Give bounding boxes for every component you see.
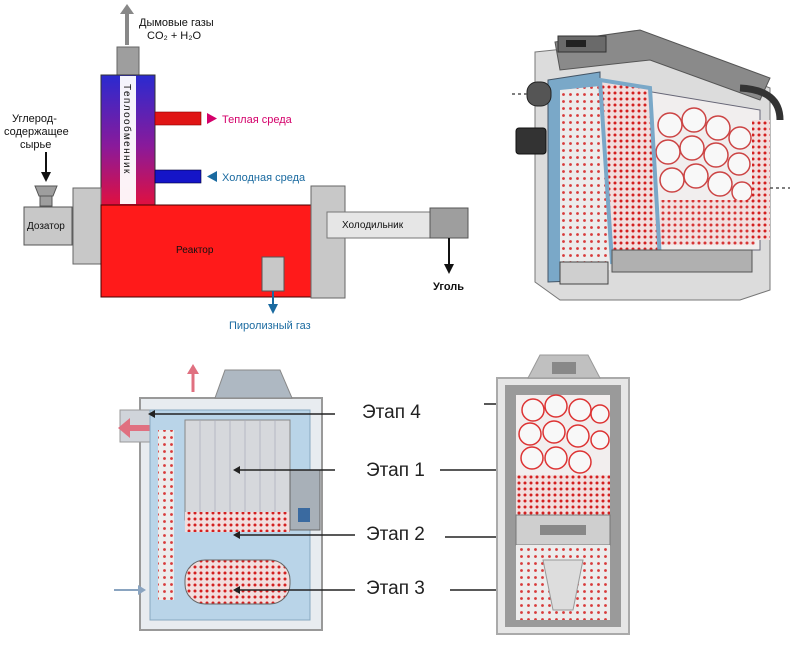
reactor-right-flange <box>310 185 346 299</box>
boiler-grate <box>611 249 753 273</box>
boiler-front-section <box>496 354 630 635</box>
pyrolysis-schematic: Дымовые газы CO₂ + H₂O Теплообменник Теп… <box>4 4 469 332</box>
boiler-handle <box>739 84 784 121</box>
smoke-formula-label: CO₂ + H₂O <box>147 30 202 42</box>
reactor-left-flange <box>72 187 102 265</box>
warm-medium-label: Теплая среда <box>222 114 293 126</box>
boiler-lower-chamber <box>560 86 610 272</box>
pyrolysis-gas-outlet <box>261 256 285 292</box>
side-burn-zone <box>185 512 290 532</box>
side-flue-channel <box>158 430 174 600</box>
raw-material-label-3: сырье <box>20 139 51 151</box>
coal-label: Уголь <box>433 281 464 293</box>
raw-material-label-1: Углерод- <box>12 113 57 125</box>
side-leader-arrows <box>148 410 240 594</box>
front-burn-zone <box>516 475 610 515</box>
raw-material-label-2: содержащее <box>4 126 69 138</box>
side-leader-lines <box>155 413 355 591</box>
cooler-end-box <box>429 207 469 239</box>
raw-material-arrow <box>41 152 51 182</box>
stage-1-label: Этап 1 <box>366 460 425 481</box>
cold-medium-arrow <box>207 171 217 182</box>
side-top-arrow <box>187 364 199 392</box>
doser-label: Дозатор <box>27 221 65 232</box>
doser-neck <box>39 195 53 207</box>
front-grate-slot <box>540 525 586 535</box>
pyrolysis-gas-arrow <box>268 291 278 314</box>
side-inlet-arrow <box>114 585 146 595</box>
boiler-display <box>566 40 586 47</box>
side-door-knob <box>298 508 310 522</box>
doser-box <box>23 206 73 246</box>
smoke-gases-label: Дымовые газы <box>139 17 214 29</box>
cold-medium-pipe <box>154 169 202 184</box>
boiler-top-lid <box>554 29 771 101</box>
smoke-gas-arrow <box>120 4 134 45</box>
front-section-chimney <box>552 362 576 374</box>
reactor-label: Реактор <box>176 245 214 256</box>
front-fuel-logs <box>518 394 610 474</box>
cooler-tube <box>326 211 431 239</box>
cold-medium-label: Холодная среда <box>222 172 306 184</box>
heat-exchanger-vertical-text: Теплообменник <box>121 84 133 175</box>
side-section-top <box>214 369 293 399</box>
heat-exchanger-label: Теплообменник <box>121 84 133 175</box>
boiler-ash-door <box>559 261 609 285</box>
warm-medium-arrow <box>207 113 217 124</box>
stage-3-label: Этап 3 <box>366 578 425 599</box>
heat-exchanger-label-strip <box>120 76 136 204</box>
front-flame-jet <box>542 559 584 611</box>
boiler-side-section <box>114 364 355 631</box>
chimney-stub <box>116 46 140 76</box>
boiler-middle-baffle <box>597 77 663 265</box>
boiler-side-motor <box>515 127 547 155</box>
warm-medium-pipe <box>154 111 202 126</box>
stage-2-label: Этап 2 <box>366 524 425 545</box>
coal-arrow <box>444 238 454 274</box>
stage-4-label: Этап 4 <box>362 402 421 423</box>
boiler-fan <box>526 81 552 107</box>
boiler-flow-marks <box>512 93 790 189</box>
side-lower-chamber <box>184 559 291 605</box>
boiler-right-flame <box>752 120 770 240</box>
doser-hopper <box>34 185 58 197</box>
boiler-3d-cutaway <box>512 29 790 301</box>
pyrolysis-gas-label: Пиролизный газ <box>229 320 311 332</box>
cooler-label: Холодильник <box>342 220 404 231</box>
